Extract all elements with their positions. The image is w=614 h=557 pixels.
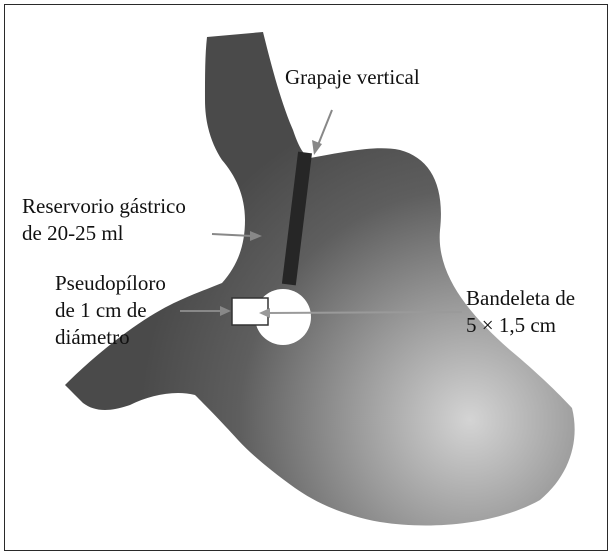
- label-gastric-reservoir: Reservorio gástrico de 20-25 ml: [22, 193, 186, 247]
- label-vertical-staple: Grapaje vertical: [285, 64, 420, 91]
- arrowhead-vertical-staple: [312, 140, 322, 155]
- pointer-vertical-staple: [318, 110, 332, 145]
- pointer-band: [268, 312, 462, 313]
- label-pseudopylorus: Pseudopíloro de 1 cm de diámetro: [55, 270, 166, 351]
- label-band: Bandeleta de 5 × 1,5 cm: [466, 285, 575, 339]
